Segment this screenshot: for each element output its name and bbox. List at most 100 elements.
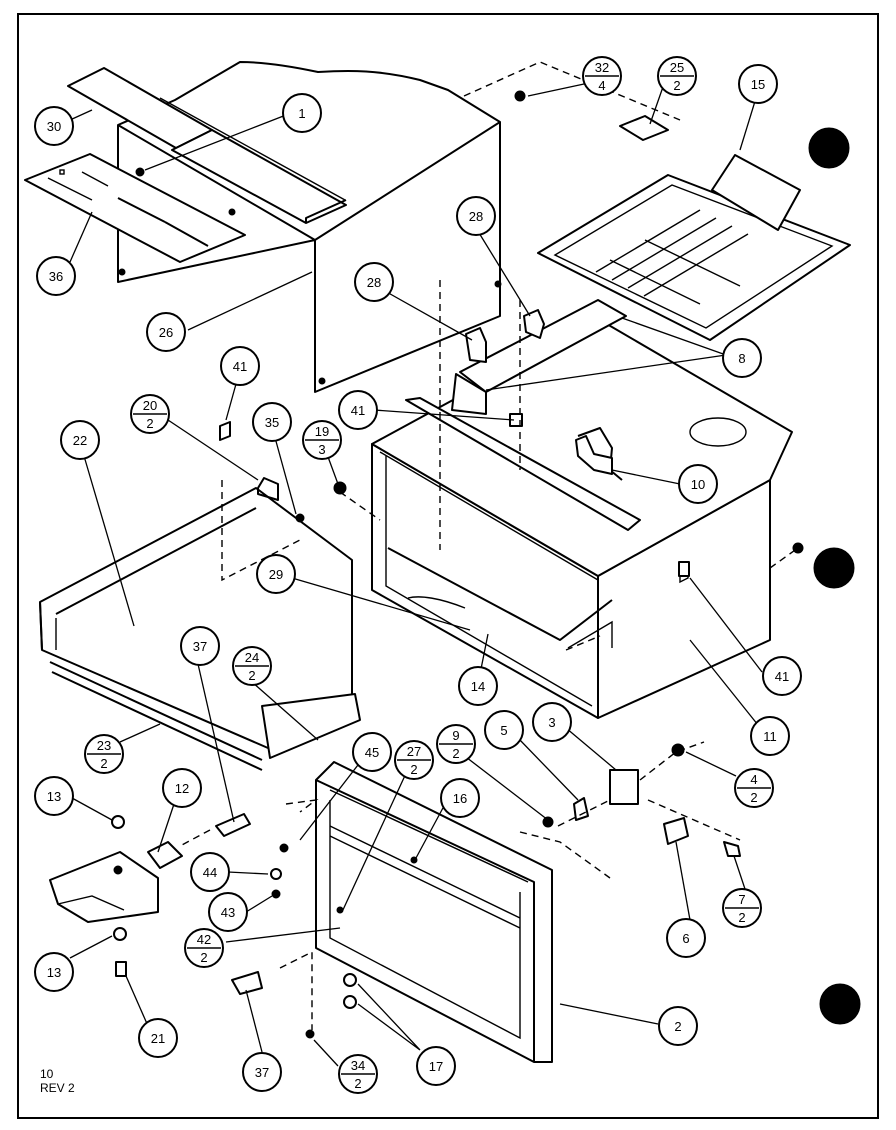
callout-21[interactable]: 21 [138,1018,178,1058]
callout-22[interactable]: 22 [60,420,100,460]
callout-qty: 2 [452,746,459,761]
callout-14[interactable]: 14 [458,666,498,706]
nut-19 [333,481,347,495]
washer-17-bottom [343,995,357,1009]
callout-qty: 2 [738,910,745,925]
callout-qty: 4 [598,78,605,93]
spacer-5 [573,797,589,821]
callout-label: 1 [298,106,305,121]
part-outer-case-11 [371,319,793,719]
callout-7[interactable]: 72 [722,888,762,928]
callout-41-top[interactable]: 41 [338,390,378,430]
callout-15[interactable]: 15 [738,64,778,104]
callout-10[interactable]: 10 [678,464,718,504]
clip-41-side [678,561,690,577]
callout-45[interactable]: 45 [352,732,392,772]
callout-1[interactable]: 1 [282,93,322,133]
callout-30[interactable]: 30 [34,106,74,146]
callout-label: 15 [751,77,765,92]
callout-23[interactable]: 232 [84,734,124,774]
callout-37-top[interactable]: 37 [180,626,220,666]
callout-label: 26 [159,325,173,340]
callout-24[interactable]: 242 [232,646,272,686]
screw-4 [671,743,685,757]
callout-label: 16 [453,791,467,806]
callout-19[interactable]: 193 [302,420,342,460]
callout-label: 7 [738,892,745,907]
revision-label: REV 2 [40,1081,75,1095]
callout-17[interactable]: 17 [416,1046,456,1086]
callout-25[interactable]: 252 [657,56,697,96]
leader-lines [69,83,763,1067]
callout-42[interactable]: 422 [184,928,224,968]
callout-27[interactable]: 272 [394,740,434,780]
callout-label: 41 [351,403,365,418]
callout-qty: 2 [750,790,757,805]
callout-label: 28 [469,209,483,224]
callout-8[interactable]: 8 [722,338,762,378]
screw-fastener-right [792,542,804,554]
punch-hole-top [808,127,850,169]
callout-43[interactable]: 43 [208,892,248,932]
callout-label: 28 [367,275,381,290]
callout-32[interactable]: 324 [582,56,622,96]
callout-44[interactable]: 44 [190,852,230,892]
callout-36[interactable]: 36 [36,256,76,296]
callout-label: 12 [175,781,189,796]
stop-28-right [523,309,545,339]
callout-qty: 2 [673,78,680,93]
callout-28-left[interactable]: 28 [354,262,394,302]
callout-34[interactable]: 342 [338,1054,378,1094]
clip-41-left [219,421,231,441]
callout-28-right[interactable]: 28 [456,196,496,236]
callout-16[interactable]: 16 [440,778,480,818]
callout-label: 27 [407,744,421,759]
callout-label: 34 [351,1058,365,1073]
sheet-number: 10 [40,1067,54,1081]
callout-label: 6 [682,931,689,946]
callout-11[interactable]: 11 [750,716,790,756]
part-bracket-8 [405,299,641,531]
callout-6[interactable]: 6 [666,918,706,958]
callout-9[interactable]: 92 [436,724,476,764]
hinge-37-bottom [231,971,263,995]
callout-label: 25 [670,60,684,75]
screw-32 [514,90,526,102]
callout-label: 8 [738,351,745,366]
callout-label: 24 [245,650,259,665]
callout-3[interactable]: 3 [532,702,572,742]
callout-qty: 2 [354,1076,361,1091]
callout-37-bottom[interactable]: 37 [242,1052,282,1092]
callout-13-bottom[interactable]: 13 [34,952,74,992]
callout-12[interactable]: 12 [162,768,202,808]
clip-10 [575,435,613,475]
callout-4[interactable]: 42 [734,768,774,808]
callout-label: 13 [47,965,61,980]
callout-2[interactable]: 2 [658,1006,698,1046]
callout-35[interactable]: 35 [252,402,292,442]
washer-13-bottom [113,927,127,941]
nut-9 [542,816,554,828]
rail-23 [49,661,263,771]
part-hinge-block-12 [49,841,183,923]
callout-qty: 2 [200,950,207,965]
callout-label: 4 [750,772,757,787]
callout-13-top[interactable]: 13 [34,776,74,816]
callout-26[interactable]: 26 [146,312,186,352]
nut-43 [271,889,281,899]
callout-29[interactable]: 29 [256,554,296,594]
washer-44 [270,868,282,880]
callout-5[interactable]: 5 [484,710,524,750]
label-plate-25 [619,115,669,141]
callout-20[interactable]: 202 [130,394,170,434]
callout-41-left[interactable]: 41 [220,346,260,386]
callout-label: 19 [315,424,329,439]
callout-label: 42 [197,932,211,947]
callout-label: 22 [73,433,87,448]
rail-24 [261,693,361,759]
callout-41-right[interactable]: 41 [762,656,802,696]
stop-28-left [465,327,487,363]
part-top-panel-30 [67,67,347,224]
callout-label: 9 [452,728,459,743]
